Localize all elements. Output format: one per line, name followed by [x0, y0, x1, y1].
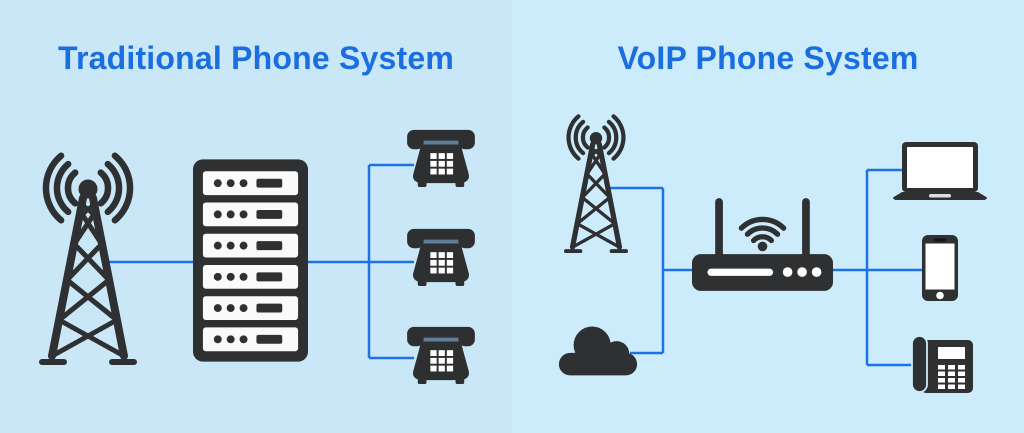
- right-panel-title: VoIP Phone System: [617, 40, 919, 76]
- desk-phone-icon: [407, 227, 475, 287]
- left-panel-title: Traditional Phone System: [57, 40, 454, 76]
- server-rack-icon: [193, 159, 308, 362]
- voip-phone-icon: [911, 335, 973, 393]
- wifi-router-icon: [692, 196, 833, 293]
- cell-tower-icon: [36, 152, 140, 368]
- desk-phone-icon: [407, 325, 475, 385]
- cell-tower-icon: [562, 114, 630, 255]
- laptop-icon: [893, 142, 987, 200]
- smartphone-icon: [922, 235, 958, 301]
- cloud-icon: [555, 321, 641, 377]
- desk-phone-icon: [407, 128, 475, 188]
